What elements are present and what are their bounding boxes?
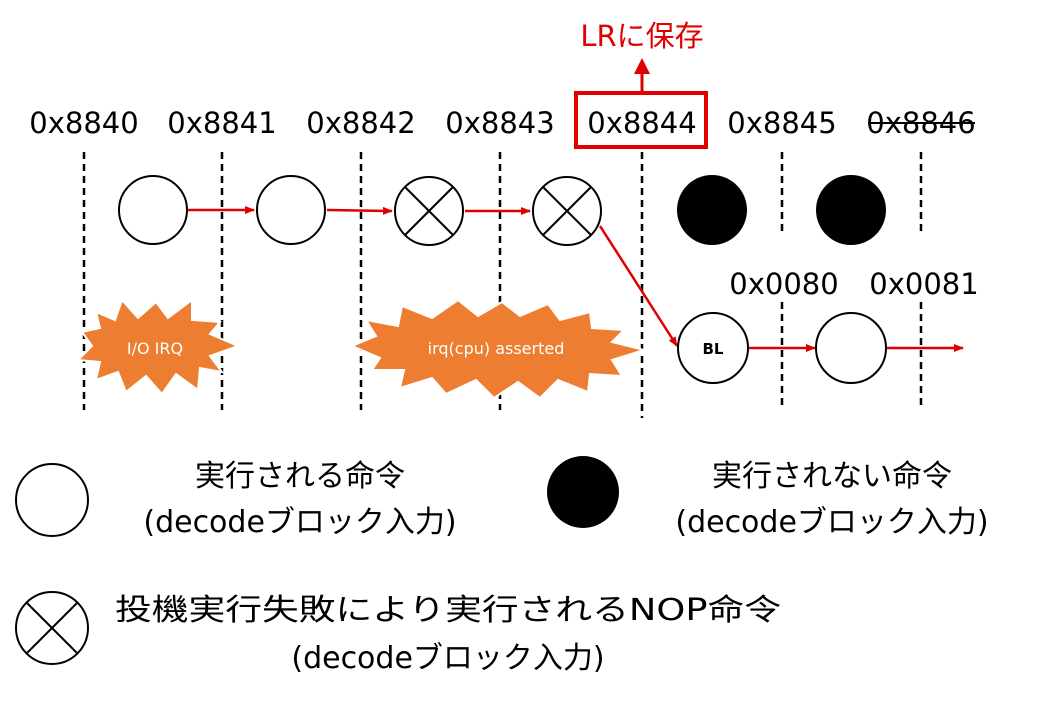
io-irq-label: I/O IRQ [127,339,183,358]
lr-arrow-head [634,58,650,74]
address-0x0081: 0x0081 [869,267,978,301]
branch-arrow [598,225,679,347]
instruction-circle-0x0080 [815,312,887,384]
instruction-circle-0x8841 [256,175,326,245]
highlight-box-0x8844 [574,91,708,149]
address-0x8840: 0x8840 [29,106,138,140]
address-0x8842: 0x8842 [306,106,415,140]
instruction-circle-0x8840 [118,175,188,245]
irq-cpu-label: irq(cpu) asserted [428,339,565,358]
bl-instruction-circle [677,312,749,384]
nop-circle-0x8842 [394,176,464,246]
legend-executed-line2: (decodeブロック入力) [143,505,456,540]
legend-nop-circle [15,591,89,665]
flow-arrow-2 [326,206,393,215]
address-0x8843: 0x8843 [445,106,554,140]
address-0x0080: 0x0080 [729,267,838,301]
legend-nop-line1: 投機実行失敗により実行されるNOP命令 [115,593,781,628]
legend-not-executed-line2: (decodeブロック入力) [675,505,988,540]
legend-executed-circle [15,463,89,537]
legend-not-executed-circle [547,456,619,528]
lr-save-label: LRに保存 [580,19,703,53]
legend-executed-line1: 実行される命令 [195,459,405,494]
address-0x8845: 0x8845 [727,106,836,140]
legend-nop-line2: (decodeブロック入力) [291,641,604,676]
legend-not-executed-line1: 実行されない命令 [712,459,952,494]
irq-cpu-burst: irq(cpu) asserted [349,298,648,400]
address-0x8844: 0x8844 [587,106,696,140]
io-irq-burst: I/O IRQ [75,298,241,396]
not-executed-circle-0x8844 [677,175,747,245]
nop-circle-0x8843 [532,176,602,246]
not-executed-circle-0x8845 [816,175,886,245]
address-0x8841: 0x8841 [167,106,276,140]
bl-label: BL [703,340,724,358]
